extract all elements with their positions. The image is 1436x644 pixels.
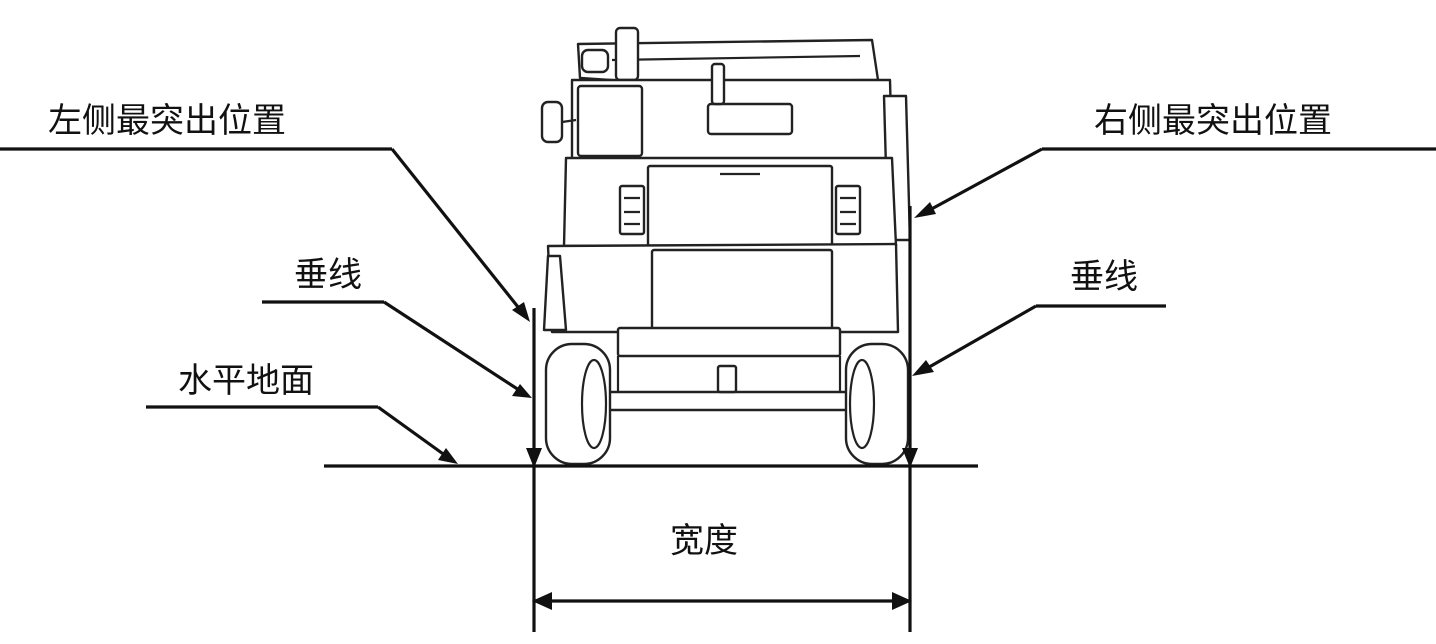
label-right-extreme-position: 右侧最突出位置 <box>1094 101 1332 141</box>
left-vertical-arrowhead <box>526 448 542 468</box>
width-arrow-left <box>532 592 552 610</box>
leader-left-vertical <box>262 300 532 398</box>
leader-right-extreme <box>914 147 1436 218</box>
vehicle-front-view <box>540 26 912 466</box>
leader-right-vertical <box>912 304 1166 376</box>
label-left-extreme-position: 左侧最突出位置 <box>48 101 286 141</box>
label-width: 宽度 <box>670 521 738 561</box>
leader-ground <box>146 405 458 464</box>
label-right-vertical: 垂线 <box>1070 257 1138 297</box>
leader-left-extreme <box>0 147 530 322</box>
label-left-vertical: 垂线 <box>294 255 362 295</box>
right-vertical-arrowhead <box>902 448 918 468</box>
label-ground: 水平地面 <box>178 361 314 401</box>
width-arrow-right <box>892 592 912 610</box>
